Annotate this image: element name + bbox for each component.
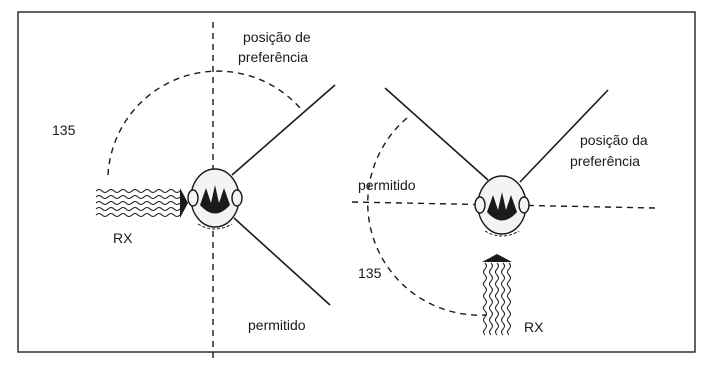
right-preference-label-1: posição da (580, 132, 648, 148)
left-angle-label: 135 (52, 122, 76, 138)
right-preference-line (519, 89, 609, 183)
right-head-icon (474, 175, 530, 237)
left-preference-label-2: preferência (238, 49, 308, 65)
left-panel: posição de preferência 135 RX permitido (52, 22, 336, 362)
left-rx-label: RX (113, 230, 133, 246)
left-permitted-line (233, 217, 331, 306)
right-angle-arc (367, 117, 487, 316)
right-preference-label-2: preferência (570, 153, 640, 169)
right-xray-beam (482, 254, 512, 336)
figure-frame (17, 11, 696, 353)
right-panel: posição da preferência permitido 135 RX (351, 87, 656, 336)
left-head-icon (187, 168, 243, 230)
left-xray-beam (95, 188, 188, 218)
left-permitted-label: permitido (248, 317, 306, 333)
right-permitted-label: permitido (358, 177, 416, 193)
left-angle-arc (107, 70, 301, 176)
left-preference-label-1: posição de (243, 29, 311, 45)
right-permitted-line (384, 87, 489, 181)
right-rx-label: RX (524, 319, 544, 335)
right-angle-label: 135 (358, 265, 382, 281)
left-preference-line (231, 84, 336, 176)
